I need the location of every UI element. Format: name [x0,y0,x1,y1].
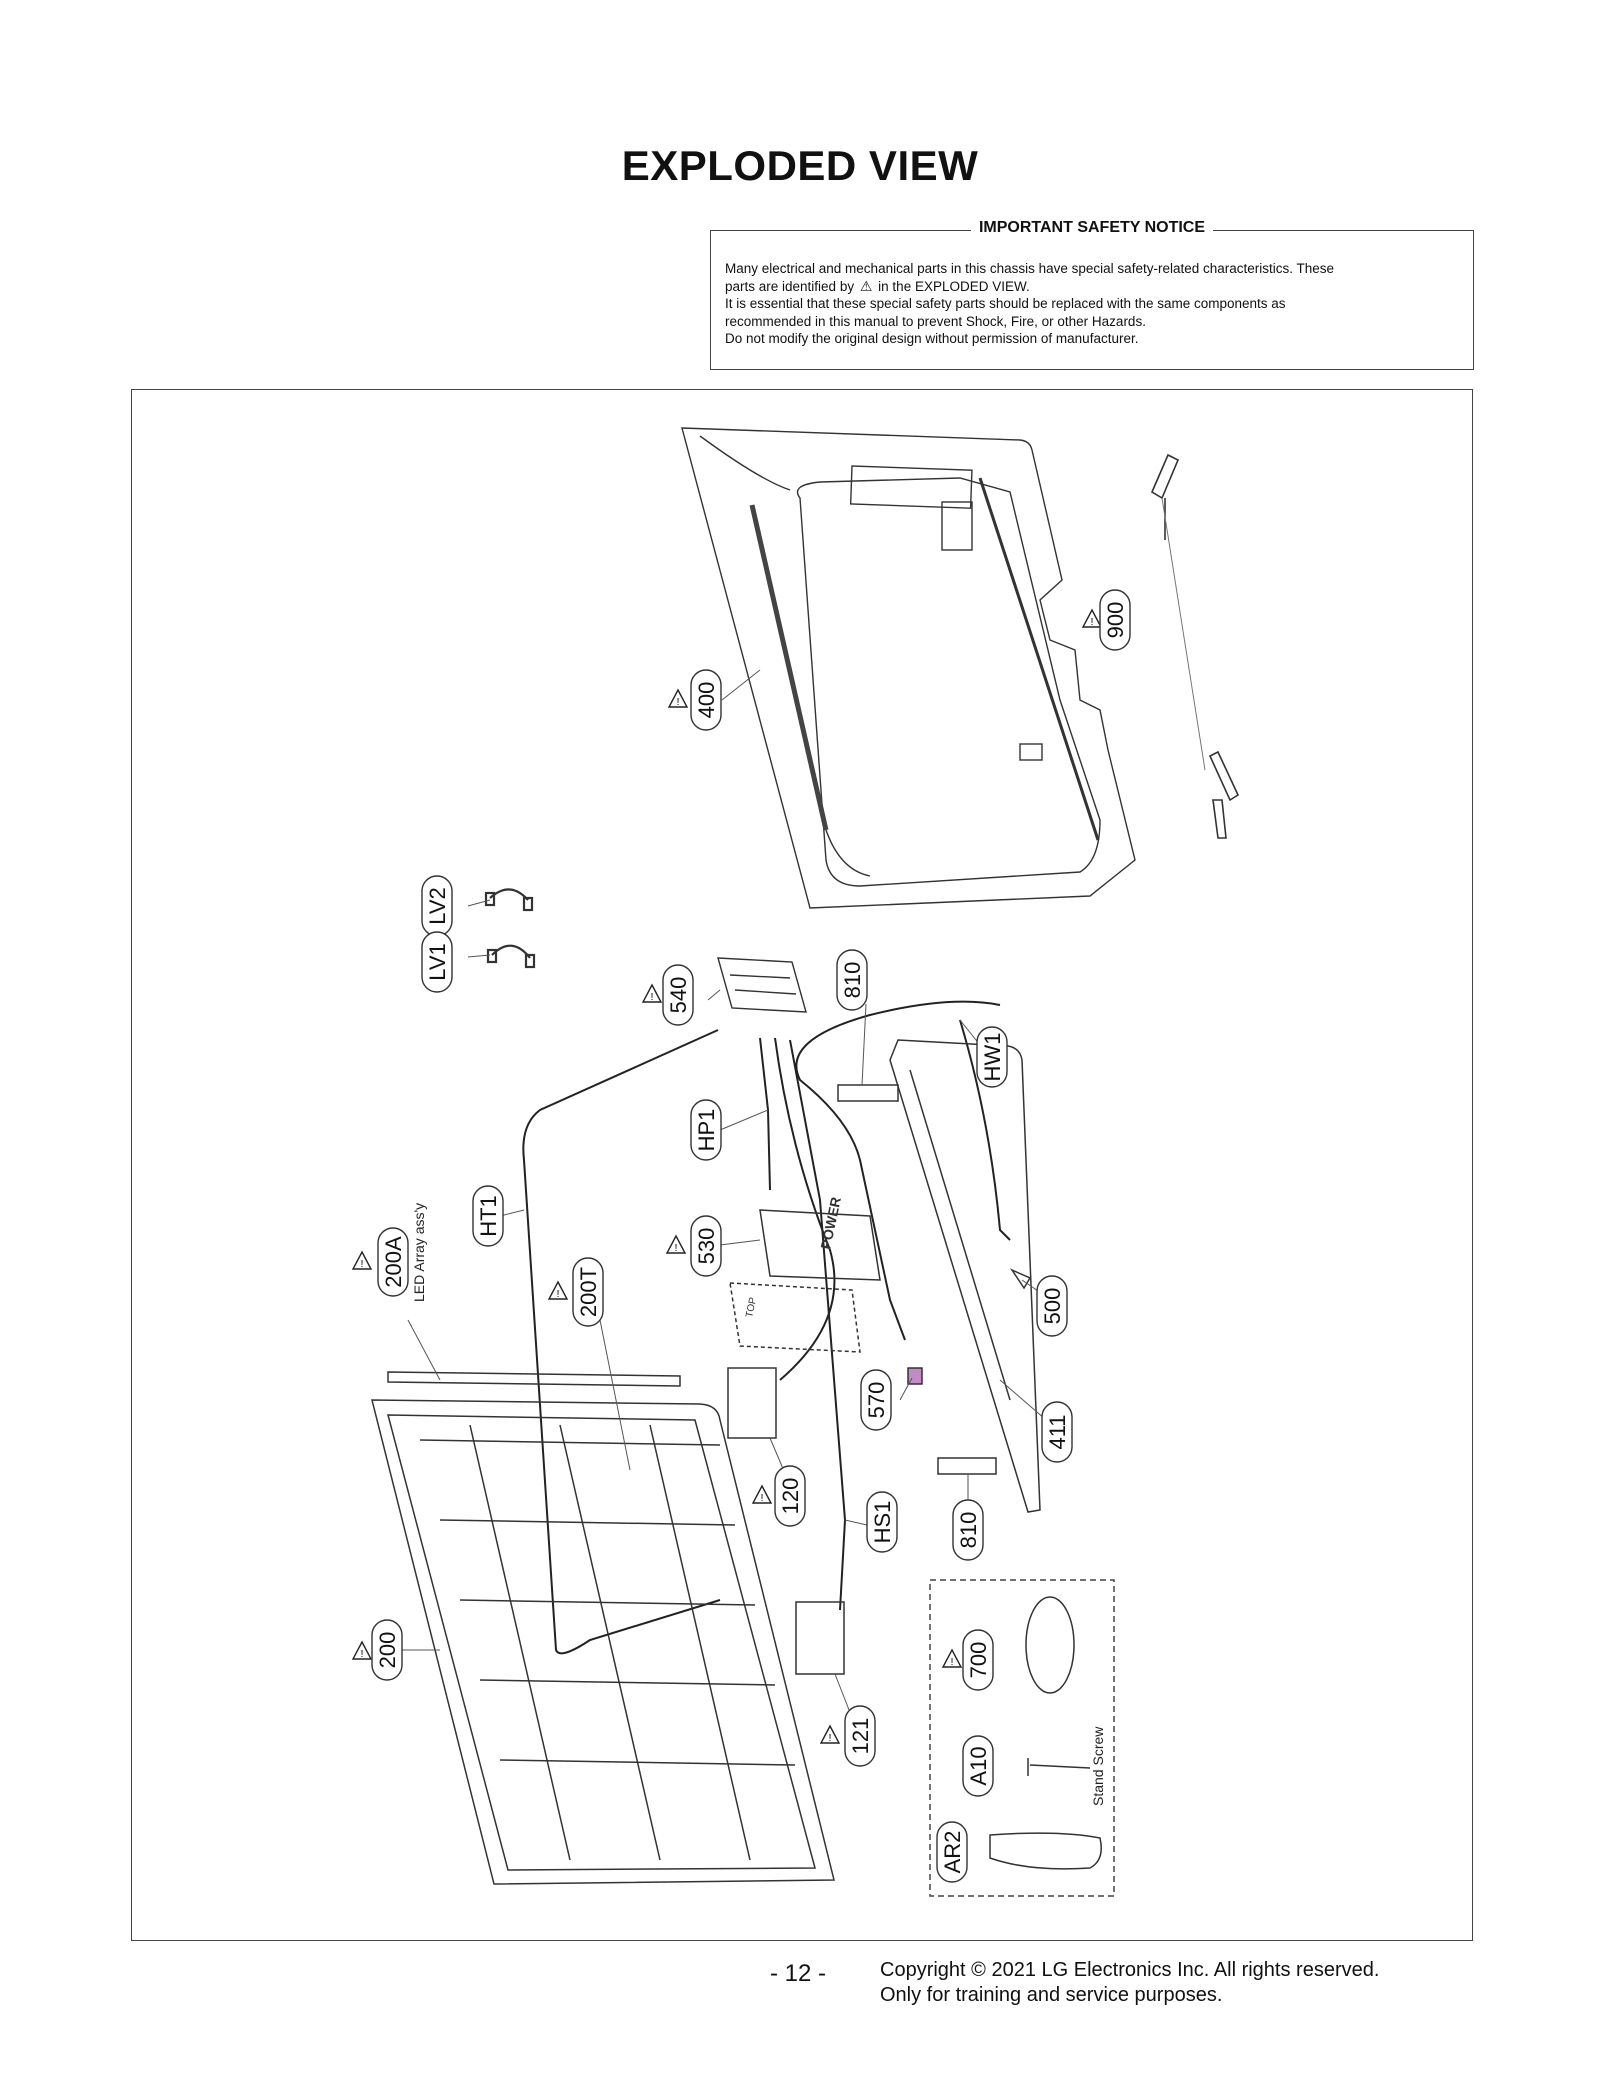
svg-text:AR2: AR2 [940,1831,965,1874]
callout-ar2: AR2 [936,1821,968,1883]
callout-lv2: LV2 [421,875,453,937]
notice-line-4: recommended in this manual to prevent Sh… [725,313,1146,329]
led-array-bar [387,1371,681,1387]
copyright: Copyright © 2021 LG Electronics Inc. All… [880,1958,1379,2008]
stand-screw-label: Stand Screw [1090,1726,1106,1806]
callouts: 400 900 LV2 LV1 540 810 HW1 HP1 HT1 530 … [371,589,1131,1883]
svg-text:120: 120 [778,1478,803,1515]
callout-570: 570 [860,1369,892,1431]
warning-triangle-icon: ⚠ [859,277,873,294]
svg-text:400: 400 [694,682,719,719]
svg-text:411: 411 [1045,1414,1070,1449]
copyright-line-1: Copyright © 2021 LG Electronics Inc. All… [880,1959,1380,1981]
callout-hw1: HW1 [976,1026,1008,1088]
callout-411: 411 [1041,1401,1073,1463]
svg-text:900: 900 [1103,602,1128,639]
power-board-drawing: POWER TOP [729,1196,881,1353]
panel-drawing [371,1399,835,1885]
callout-hs1: HS1 [866,1491,898,1553]
svg-text:700: 700 [966,1642,991,1679]
callout-ht1: HT1 [472,1185,504,1247]
page-number: - 12 - [770,1960,827,1987]
callout-400: 400 [690,669,722,731]
svg-text:200A: 200A [381,1236,406,1288]
svg-text:570: 570 [864,1382,889,1419]
small-parts [907,1268,1032,1385]
callout-810-bottom: 810 [952,1499,984,1561]
cable-harnesses [522,1000,1011,1655]
back-cover-drawing [681,427,1136,909]
page-title: EXPLODED VIEW [621,142,979,189]
callout-200t: 200T [572,1257,604,1327]
brackets-810 [837,1084,997,1475]
accessory-drawings [989,1596,1102,1870]
svg-text:810: 810 [956,1512,981,1549]
diagram-frame [131,389,1473,1941]
svg-text:A10: A10 [966,1746,991,1785]
lv-cables [484,888,536,969]
svg-text:121: 121 [848,1718,873,1755]
notice-line-1: Many electrical and mechanical parts in … [725,261,1335,276]
callout-a10: A10 [962,1735,994,1797]
callout-lv1: LV1 [421,931,453,993]
svg-text:200: 200 [375,1632,400,1669]
accessory-box [929,1579,1115,1897]
led-array-label: LED Array ass'y [411,1203,427,1302]
callout-200a: 200A [377,1227,409,1297]
svg-text:HS1: HS1 [870,1501,895,1544]
callout-900: 900 [1099,589,1131,651]
top-label: TOP [744,1296,759,1319]
callout-530: 530 [690,1215,722,1277]
notice-line-3: It is essential that these special safet… [725,296,1286,311]
svg-text:200T: 200T [576,1267,601,1317]
svg-text:540: 540 [666,977,691,1014]
svg-text:HW1: HW1 [980,1033,1005,1082]
rail-411-drawing [889,1039,1041,1513]
callout-hp1: HP1 [690,1099,722,1161]
stand-drawing [1150,453,1240,839]
svg-text:LV2: LV2 [425,887,450,925]
svg-text:500: 500 [1040,1288,1065,1325]
callout-500: 500 [1036,1275,1068,1337]
svg-text:LV1: LV1 [425,943,450,981]
callout-540: 540 [662,964,694,1026]
notice-line-5: Do not modify the original design withou… [725,331,1139,346]
main-board-drawing [717,957,807,1013]
svg-text:530: 530 [694,1228,719,1265]
copyright-line-2: Only for training and service purposes. [880,1984,1223,2006]
notice-line-2: parts are identified by ⚠ in the EXPLODE… [725,277,1030,294]
speakers-drawing [727,1367,845,1675]
callout-200: 200 [371,1619,403,1681]
safety-notice-box: IMPORTANT SAFETY NOTICE Many electrical … [710,219,1474,370]
callout-810-top: 810 [836,949,868,1011]
callout-700: 700 [962,1629,994,1691]
svg-text:810: 810 [840,962,865,999]
callout-121: 121 [844,1705,876,1767]
svg-text:HT1: HT1 [476,1195,501,1237]
svg-text:HP1: HP1 [694,1109,719,1152]
safety-notice-heading: IMPORTANT SAFETY NOTICE [711,219,1473,237]
safety-notice-body: Many electrical and mechanical parts in … [725,260,1459,348]
callout-120: 120 [774,1465,806,1527]
warning-triangle-icons [352,609,1102,1745]
